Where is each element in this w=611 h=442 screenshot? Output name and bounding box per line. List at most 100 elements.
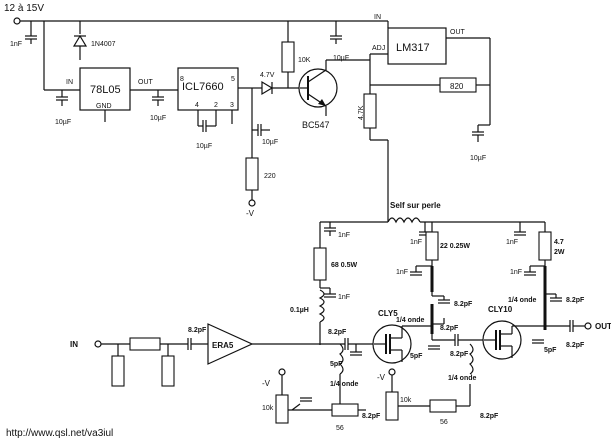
label-10uf-neg: 10µF xyxy=(262,139,278,146)
label-1nf-4: 1nF xyxy=(338,294,350,301)
label-1nf-2: 1nF xyxy=(410,239,422,246)
label-in[interactable]: IN xyxy=(70,340,78,349)
fet-cly10 xyxy=(482,320,522,360)
capacitor-82pf-in xyxy=(187,338,192,350)
potentiometer-10k-1 xyxy=(275,394,289,424)
label-era5: ERA5 xyxy=(212,341,234,350)
label-56-1: 56 xyxy=(336,425,344,432)
label-lm317-in: IN xyxy=(374,14,381,21)
rf-input-terminal[interactable] xyxy=(94,340,102,348)
label-820: 820 xyxy=(450,82,464,91)
pin-2: 2 xyxy=(214,102,218,109)
resistor-4r7 xyxy=(538,231,552,261)
label-82pf-d: 8.2pF xyxy=(328,329,347,336)
label-78l05-in: IN xyxy=(66,79,73,86)
label-neg-v-1: -V xyxy=(262,379,271,388)
label-68: 68 0.5W xyxy=(331,262,357,269)
label-78l05-out: OUT xyxy=(138,79,154,86)
capacitor-82pf-a xyxy=(432,295,450,304)
label-bc547: BC547 xyxy=(302,120,330,130)
label-5pf-b: 5pF xyxy=(410,353,423,360)
capacitor-1nf-bias-1 xyxy=(300,397,312,402)
capacitor-10uf-neg xyxy=(251,88,270,136)
capacitor-82pf-d xyxy=(344,338,349,350)
fet-cly5 xyxy=(372,324,412,364)
amplifier-era5 xyxy=(207,323,254,365)
capacitor-5pf-c xyxy=(532,339,544,344)
capacitor-1nf-4 xyxy=(320,287,336,298)
capacitor-10uf-a xyxy=(56,90,68,106)
label-qw4: 1/4 onde xyxy=(448,375,477,382)
label-82pf-f: 8.2pF xyxy=(566,342,585,349)
zener-4v7 xyxy=(261,80,274,96)
label-qw2: 1/4 onde xyxy=(508,297,537,304)
resistor-220 xyxy=(245,157,259,191)
capacitor-1nf-6 xyxy=(524,265,545,276)
resistor-pad-series xyxy=(129,337,161,351)
gate-stub-2 xyxy=(469,343,474,375)
diode-1n4007 xyxy=(72,21,88,60)
label-neg-v: -V xyxy=(246,209,255,218)
label-out[interactable]: OUT xyxy=(595,322,611,331)
supply-terminal xyxy=(13,17,21,25)
label-10uf-a: 10µF xyxy=(55,119,71,126)
label-220: 220 xyxy=(264,173,276,180)
label-diode: 1N4007 xyxy=(91,41,116,48)
label-82pf-e: 8.2pF xyxy=(450,351,469,358)
capacitor-5pf-b xyxy=(428,345,440,350)
pin-3: 3 xyxy=(230,102,234,109)
label-qw3: 1/4 onde xyxy=(330,381,359,388)
label-10uf-pump: 10µF xyxy=(196,143,212,150)
capacitor-82pf-e xyxy=(454,334,459,346)
capacitor-1nf-5 xyxy=(410,265,432,276)
capacitor-5pf-a xyxy=(350,344,362,356)
resistor-pad-shunt-1 xyxy=(111,355,125,387)
neg-v-terminal-2 xyxy=(388,368,396,376)
capacitor-1nf-3 xyxy=(514,222,526,236)
label-01uh: 0.1µH xyxy=(290,307,309,314)
resistor-56-2 xyxy=(429,399,457,413)
capacitor-1nf-input xyxy=(25,21,37,44)
charge-pump-icl7660 xyxy=(177,67,239,111)
label-82pf-b: 8.2pF xyxy=(440,325,459,332)
capacitor-10uf-out xyxy=(472,124,490,142)
capacitor-82pf-c xyxy=(545,293,562,302)
resistor-22 xyxy=(425,231,439,261)
label-82pf-c: 8.2pF xyxy=(566,297,585,304)
label-cly5: CLY5 xyxy=(378,309,398,318)
label-self: Self sur perle xyxy=(390,201,441,210)
resistor-4k7 xyxy=(363,93,377,129)
label-22: 22 0.25W xyxy=(440,243,470,250)
label-1nf-1: 1nF xyxy=(338,232,350,239)
label-82pf-a: 8.2pF xyxy=(454,301,473,308)
label-zener: 4.7V xyxy=(260,72,275,79)
gate-stub-1 xyxy=(339,343,344,375)
capacitor-10uf-b xyxy=(152,90,164,106)
capacitor-10uf-top xyxy=(330,21,342,44)
label-1nf-3: 1nF xyxy=(506,239,518,246)
label-neg-v-2: -V xyxy=(377,373,386,382)
label-5pf-c: 5pF xyxy=(544,347,557,354)
label-1nf-input: 1nF xyxy=(10,41,22,48)
label-1nf-5: 1nF xyxy=(396,269,408,276)
label-10uf-top: 10µF xyxy=(333,55,349,62)
label-1nf-6: 1nF xyxy=(510,269,522,276)
capacitor-82pf-out xyxy=(569,320,574,332)
capacitor-10uf-pump xyxy=(197,110,217,132)
rf-output-terminal[interactable] xyxy=(584,322,592,330)
label-82pf-h: 8.2pF xyxy=(480,413,499,420)
label-pot-1: 10k xyxy=(262,405,274,412)
label-5pf-a: 5pF xyxy=(330,361,343,368)
resistor-pad-shunt-2 xyxy=(161,355,175,387)
inductor-bead xyxy=(387,217,421,224)
footer-url[interactable]: http://www.qsl.net/va3iul xyxy=(6,428,113,439)
inductor-01uh xyxy=(318,289,325,323)
regulator-lm317 xyxy=(387,27,447,65)
resistor-10k xyxy=(281,41,295,73)
label-10uf-out: 10µF xyxy=(470,155,486,162)
label-4k7: 4.7K xyxy=(358,105,365,120)
neg-v-terminal-1 xyxy=(278,368,286,376)
capacitor-1nf-1 xyxy=(324,222,336,236)
label-78l05: 78L05 xyxy=(90,84,121,96)
